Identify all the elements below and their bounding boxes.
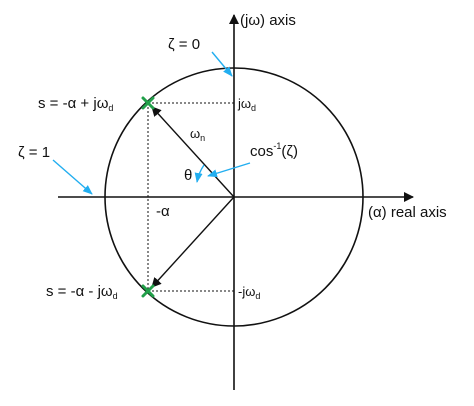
real-axis-label: (α) real axis [368,204,447,221]
theta-label: θ [184,167,192,184]
zeta-zero-arrow [211,51,233,77]
omega-n-label: ωn [190,126,205,143]
zeta-one-label: ζ = 1 [18,144,50,161]
cos-inv-arrow [207,162,251,178]
cos-inverse-label: cos-1(ζ) [250,141,298,160]
lower-radius-vector [151,196,235,288]
zeta-one-arrow [52,159,93,195]
upper-radius-vector [151,106,235,198]
zeta-zero-label: ζ = 0 [168,36,200,53]
upper-pole-marker [141,96,155,110]
jwd-negative-label: -jωd [238,284,260,301]
imag-axis-label: (jω) axis [240,12,296,29]
theta-arc [194,164,205,183]
lower-pole-label: s = -α - jωd [46,283,118,301]
jwd-positive-label: jωd [237,96,256,113]
lower-pole-marker [141,284,155,298]
neg-alpha-label: -α [156,203,170,220]
upper-pole-label: s = -α + jωd [38,95,113,113]
